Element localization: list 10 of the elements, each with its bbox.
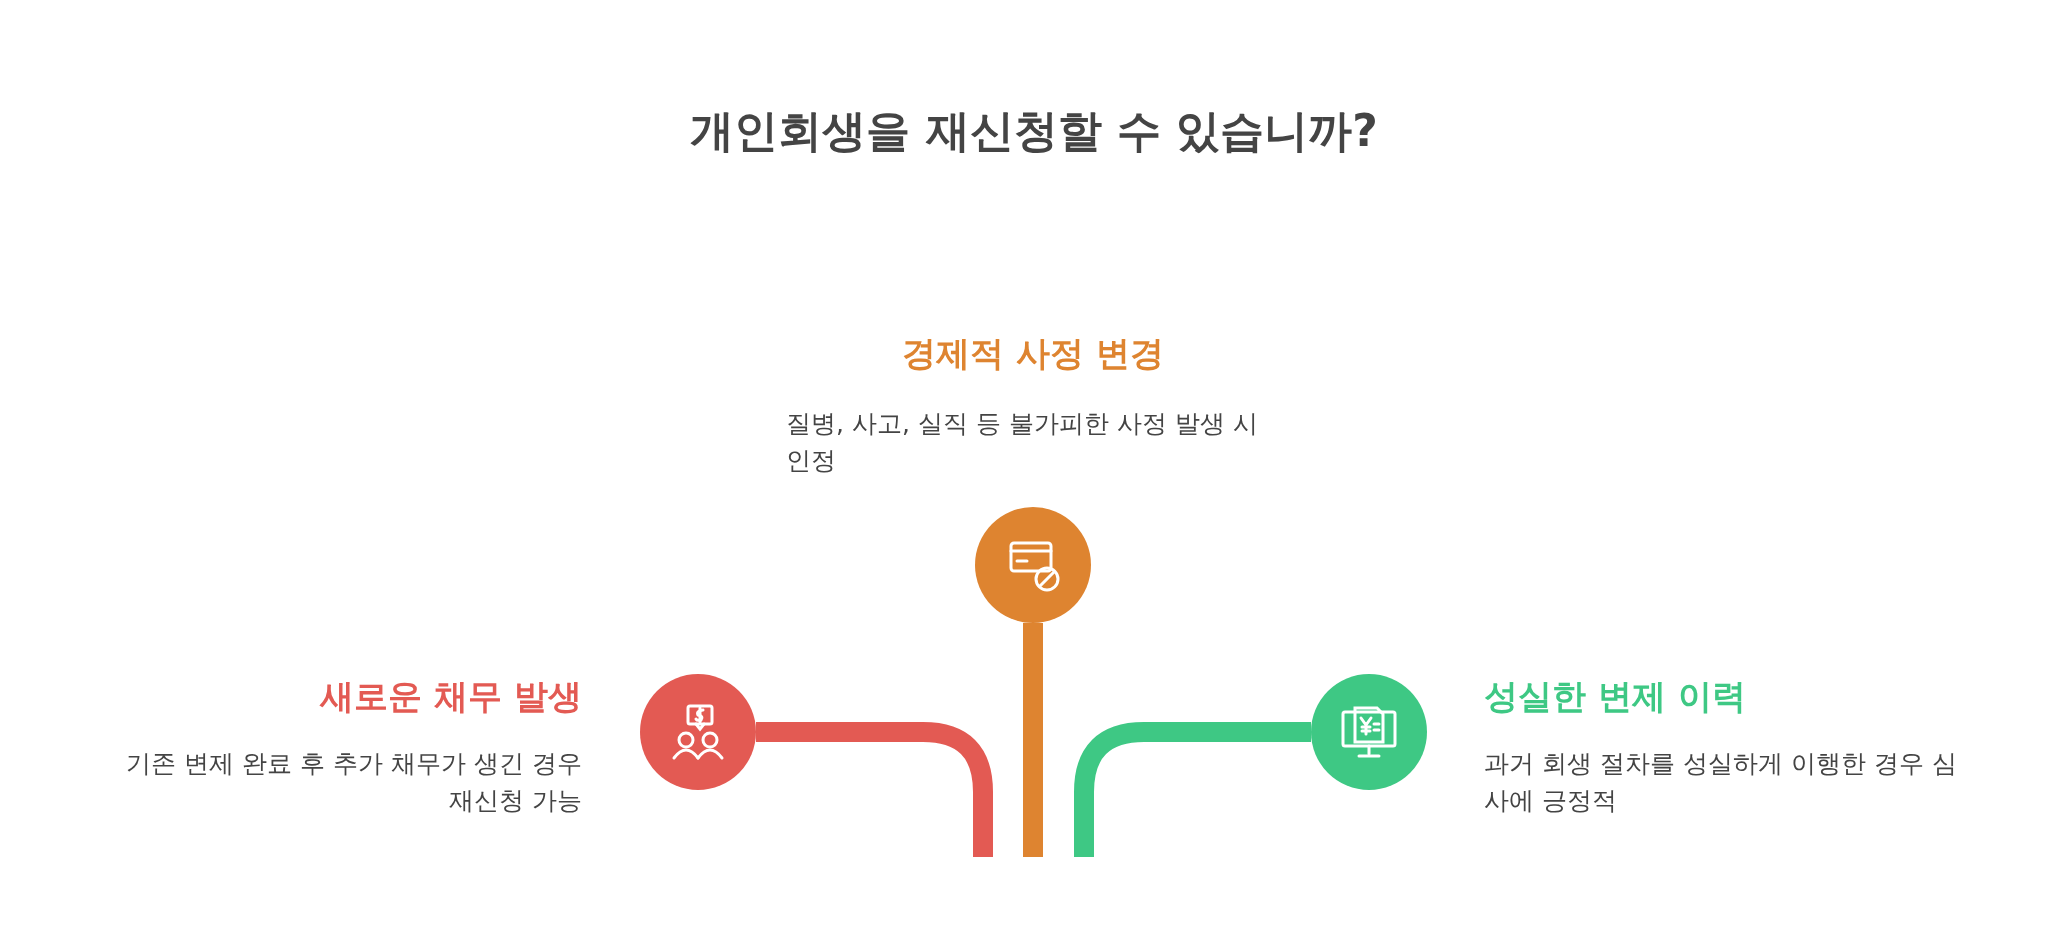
heading: 새로운 채무 발생 xyxy=(318,675,582,718)
description: 질병, 사고, 실직 등 불가피한 사정 발생 시 인정 xyxy=(786,408,1259,477)
title: 개인회생을 재신청할 수 있습니까? xyxy=(689,104,1379,158)
description: 기존 변제 완료 후 추가 채무가 생긴 경우 재신청 가능 xyxy=(125,748,582,817)
description: 과거 회생 절차를 성실하게 이행한 경우 심사에 긍정적 xyxy=(1484,748,1958,817)
pipe-connector xyxy=(1074,722,1311,857)
heading: 경제적 사정 변경 xyxy=(901,332,1165,375)
pipe-connector xyxy=(756,722,993,857)
pipe-connector xyxy=(1023,623,1043,857)
heading: 성실한 변제 이력 xyxy=(1484,675,1747,718)
